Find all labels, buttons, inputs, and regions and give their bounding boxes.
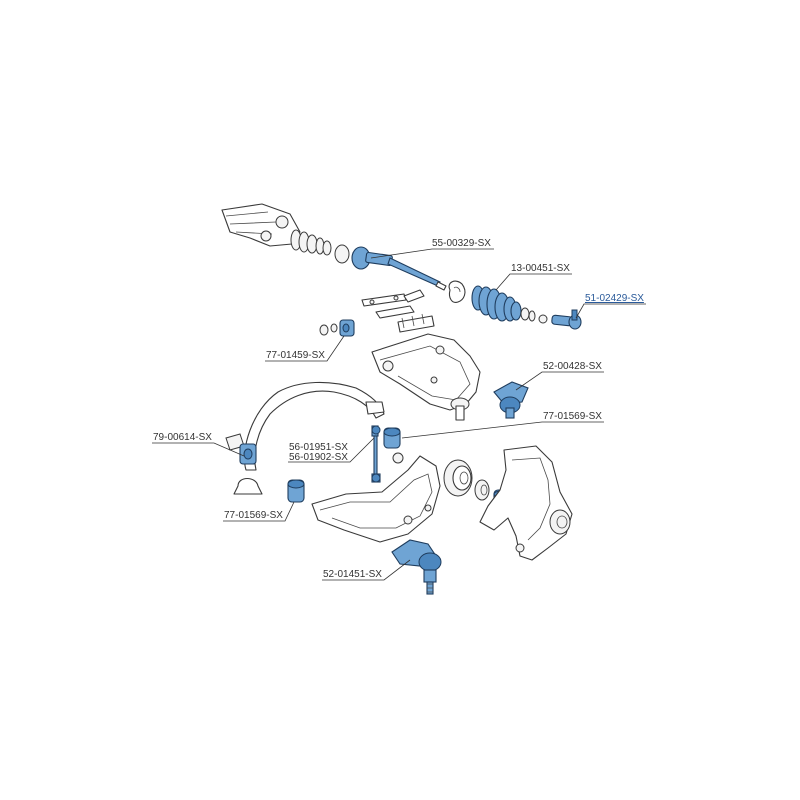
lower-arm-bushing-right <box>383 427 401 449</box>
tie-rod-nut <box>538 314 548 324</box>
callout-label-13-00451: 13-00451-SX <box>511 263 570 274</box>
callout-label-52-01451: 52-01451-SX <box>323 569 382 580</box>
callout-label-77-01459: 77-01459-SX <box>266 350 325 361</box>
lower-arm-bushing-left <box>287 479 305 503</box>
steering-knuckle <box>479 445 573 561</box>
callout-77-01569-lower: 77-01569-SX <box>223 501 295 522</box>
outer-tie-rod <box>551 309 582 330</box>
boot-small-clamp <box>520 307 536 322</box>
callout-link-51-02429[interactable]: 51-02429-SX <box>585 293 644 304</box>
inner-tie-rod <box>351 246 447 291</box>
lower-control-arm <box>311 452 441 543</box>
callout-label-52-00428: 52-00428-SX <box>543 361 602 372</box>
callout-13-00451: 13-00451-SX <box>495 263 572 291</box>
steering-rack <box>221 203 350 264</box>
callout-label-77-01569-upper: 77-01569-SX <box>543 411 602 422</box>
stabilizer-bar <box>243 381 385 471</box>
callout-52-00428: 52-00428-SX <box>515 361 604 391</box>
callout-label-77-01569-lower: 77-01569-SX <box>224 510 283 521</box>
rack-brackets <box>361 289 435 333</box>
callout-55-00329: 55-00329-SX <box>370 238 494 259</box>
steering-boot <box>471 285 522 322</box>
callout-label-56-01902: 56-01902-SX <box>289 452 348 463</box>
upper-ball-joint <box>493 381 529 419</box>
wheel-hub <box>443 459 490 501</box>
callout-label-55-00329: 55-00329-SX <box>432 238 491 249</box>
callout-51-02429[interactable]: 51-02429-SX <box>575 293 646 319</box>
stabilizer-bar-clamp <box>233 477 263 495</box>
callout-label-79-00614: 79-00614-SX <box>153 432 212 443</box>
callout-52-01451: 52-01451-SX <box>322 559 411 581</box>
callout-label-56-01951: 56-01951-SX <box>289 442 348 453</box>
rack-boot-left <box>290 229 332 256</box>
rack-mount-bushing <box>319 319 355 337</box>
callout-77-01459: 77-01459-SX <box>265 335 345 362</box>
stabilizer-bar-bushing <box>225 433 257 465</box>
stabilizer-link <box>371 425 381 483</box>
callout-79-00614: 79-00614-SX <box>152 432 245 457</box>
lower-ball-joint <box>391 539 442 595</box>
callout-77-01569-upper: 77-01569-SX <box>401 411 604 439</box>
callout-56-01951-56-01902: 56-01951-SX 56-01902-SX <box>288 437 375 463</box>
boot-clamp <box>448 280 466 303</box>
upper-control-arm <box>371 333 481 421</box>
rack-washer <box>334 244 350 264</box>
